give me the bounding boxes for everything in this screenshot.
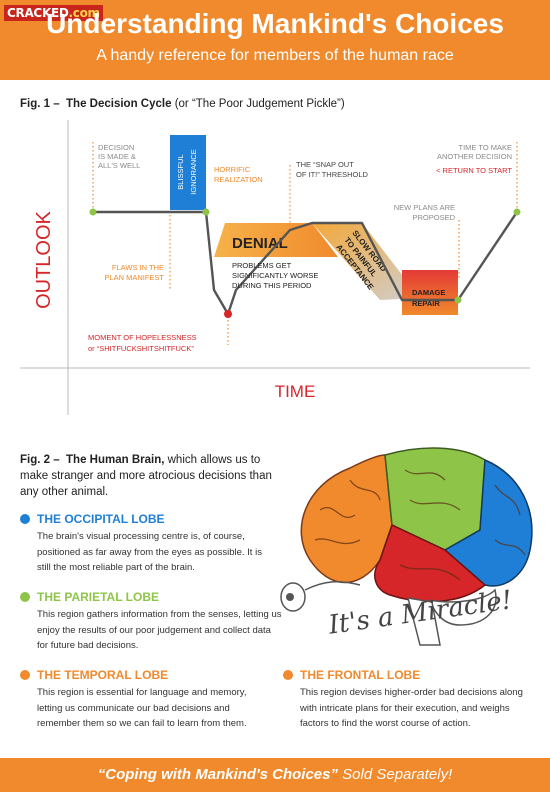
fig2-text: which allows us to make stranger and mor… (20, 454, 272, 498)
hopeless-label-1: MOMENT OF HOPELESSNESS (88, 333, 197, 342)
fig2-label: Fig. 2 – (20, 454, 60, 466)
fig2-caption: Fig. 2 – The Human Brain, which allows u… (20, 452, 280, 500)
snap-label-2: OF IT!” THRESHOLD (296, 170, 369, 179)
fig1-paren: (or “The Poor Judgement Pickle”) (174, 98, 345, 110)
problems-label-3: DURING THIS PERIOD (232, 281, 312, 290)
header-banner: CRACKED.com Understanding Mankind's Choi… (0, 0, 550, 80)
footer-rest: Sold Separately! (342, 766, 453, 783)
frontal-dot (283, 670, 293, 680)
denial-label: DENIAL (232, 235, 288, 252)
new-plans-label-1: NEW PLANS ARE (394, 203, 455, 212)
time-make-label-2: ANOTHER DECISION (437, 152, 512, 161)
occipital-text: The brain's visual processing centre is,… (37, 531, 262, 573)
footer-banner: “Coping with Mankind's Choices” Sold Sep… (0, 758, 550, 792)
x-axis-label: TIME (275, 382, 316, 401)
parietal-text: This region gathers information from the… (37, 609, 282, 651)
denial-band (214, 223, 338, 257)
brain-stem-shape (406, 597, 441, 646)
point-new-plans (454, 296, 462, 304)
occipital-dot (20, 514, 30, 524)
flaws-label-2: PLAN MANIFEST (104, 273, 164, 282)
point-hopeless (224, 310, 232, 318)
frontal-title: THE FRONTAL LOBE (300, 668, 421, 682)
y-axis-label: OUTLOOK (33, 210, 55, 308)
parietal-title: THE PARIETAL LOBE (37, 590, 160, 604)
return-start-label: < RETURN TO START (436, 166, 512, 175)
snap-label-1: THE “SNAP OUT (296, 160, 354, 169)
point-time-make (513, 208, 521, 216)
occipital-lobe-shape (443, 458, 533, 587)
temporal-dot (20, 670, 30, 680)
frontal-text: This region devises higher-order bad dec… (300, 687, 523, 729)
point-blissful-end (202, 208, 210, 216)
repair-label: REPAIR (412, 299, 440, 308)
horrific-label-2: REALIZATION (214, 175, 263, 184)
logo-suffix: .com (68, 6, 101, 20)
optic-nerve (304, 580, 361, 591)
brain-illustration (280, 447, 533, 646)
blissful-ignorance-band (170, 135, 206, 210)
fig1-title: The Decision Cycle (66, 98, 172, 110)
new-plans-label-2: PROPOSED (412, 213, 455, 222)
horrific-label-1: HORRIFIC (214, 165, 251, 174)
cerebellum-shape (428, 588, 497, 626)
problems-label-2: SIGNIFICANTLY WORSE (232, 271, 318, 280)
damage-label: DAMAGE (412, 288, 445, 297)
page-title: Understanding Mankind's Choices (46, 8, 504, 39)
point-decision (89, 208, 97, 216)
eye-pupil (286, 593, 294, 601)
blissful-label: BLISSFUL (176, 154, 185, 189)
fig1-caption: Fig. 1 – The Decision Cycle (or “The Poo… (20, 98, 345, 110)
hopeless-label-2: or “SHITFUCKSHITSHITFUCK” (88, 344, 194, 353)
flaws-label-1: FLAWS IN THE (112, 263, 164, 272)
time-make-label-1: TIME TO MAKE (459, 143, 512, 152)
decision-cycle-diagram: OUTLOOK TIME BLISSFUL IGNORANCE DENIAL S… (20, 120, 530, 415)
problems-label-1: PROBLEMS GET (232, 261, 292, 270)
cycle-line (93, 210, 518, 316)
fig2-title: The Human Brain, (66, 454, 165, 466)
cracked-logo[interactable]: CRACKED.com (4, 5, 103, 21)
decision-label-2: IS MADE & (98, 152, 136, 161)
decision-label-3: ALL'S WELL (98, 161, 140, 170)
logo-text: CRACKED (7, 6, 69, 20)
ignorance-label: IGNORANCE (189, 149, 198, 194)
temporal-text: This region is essential for language an… (37, 687, 247, 729)
page-subtitle: A handy reference for members of the hum… (96, 47, 454, 64)
decision-label-1: DECISION (98, 143, 134, 152)
footer-quote: “Coping with Mankind's Choices” (97, 766, 338, 783)
damage-repair-band (402, 270, 458, 315)
parietal-dot (20, 592, 30, 602)
temporal-title: THE TEMPORAL LOBE (37, 668, 169, 682)
fig1-label: Fig. 1 – (20, 98, 60, 110)
temporal-lobe-shape (374, 523, 487, 603)
occipital-title: THE OCCIPITAL LOBE (37, 512, 165, 526)
